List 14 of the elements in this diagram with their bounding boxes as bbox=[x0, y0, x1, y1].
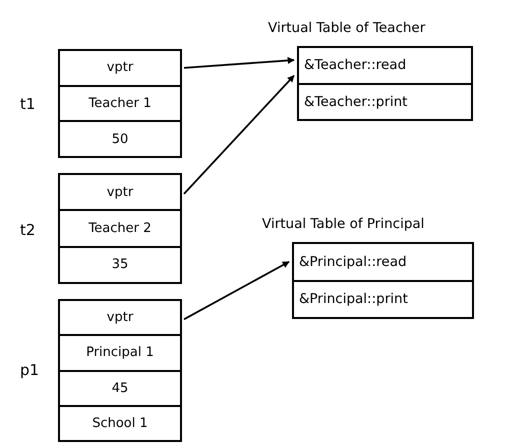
vtable-box bbox=[292, 242, 474, 319]
object-box bbox=[58, 173, 182, 284]
table-heading: Virtual Table of Principal bbox=[262, 216, 424, 232]
table-cell: Teacher 1 bbox=[58, 84, 182, 120]
arrow bbox=[184, 57, 295, 69]
vtable-box bbox=[297, 46, 473, 121]
table-heading: Virtual Table of Teacher bbox=[268, 20, 426, 36]
variable-name: t1 bbox=[20, 95, 36, 113]
variable-name: t2 bbox=[20, 221, 36, 239]
object-box bbox=[58, 49, 182, 158]
arrow bbox=[183, 74, 295, 194]
object-box bbox=[58, 299, 182, 442]
arrow bbox=[184, 260, 290, 320]
variable-name: p1 bbox=[20, 361, 40, 379]
